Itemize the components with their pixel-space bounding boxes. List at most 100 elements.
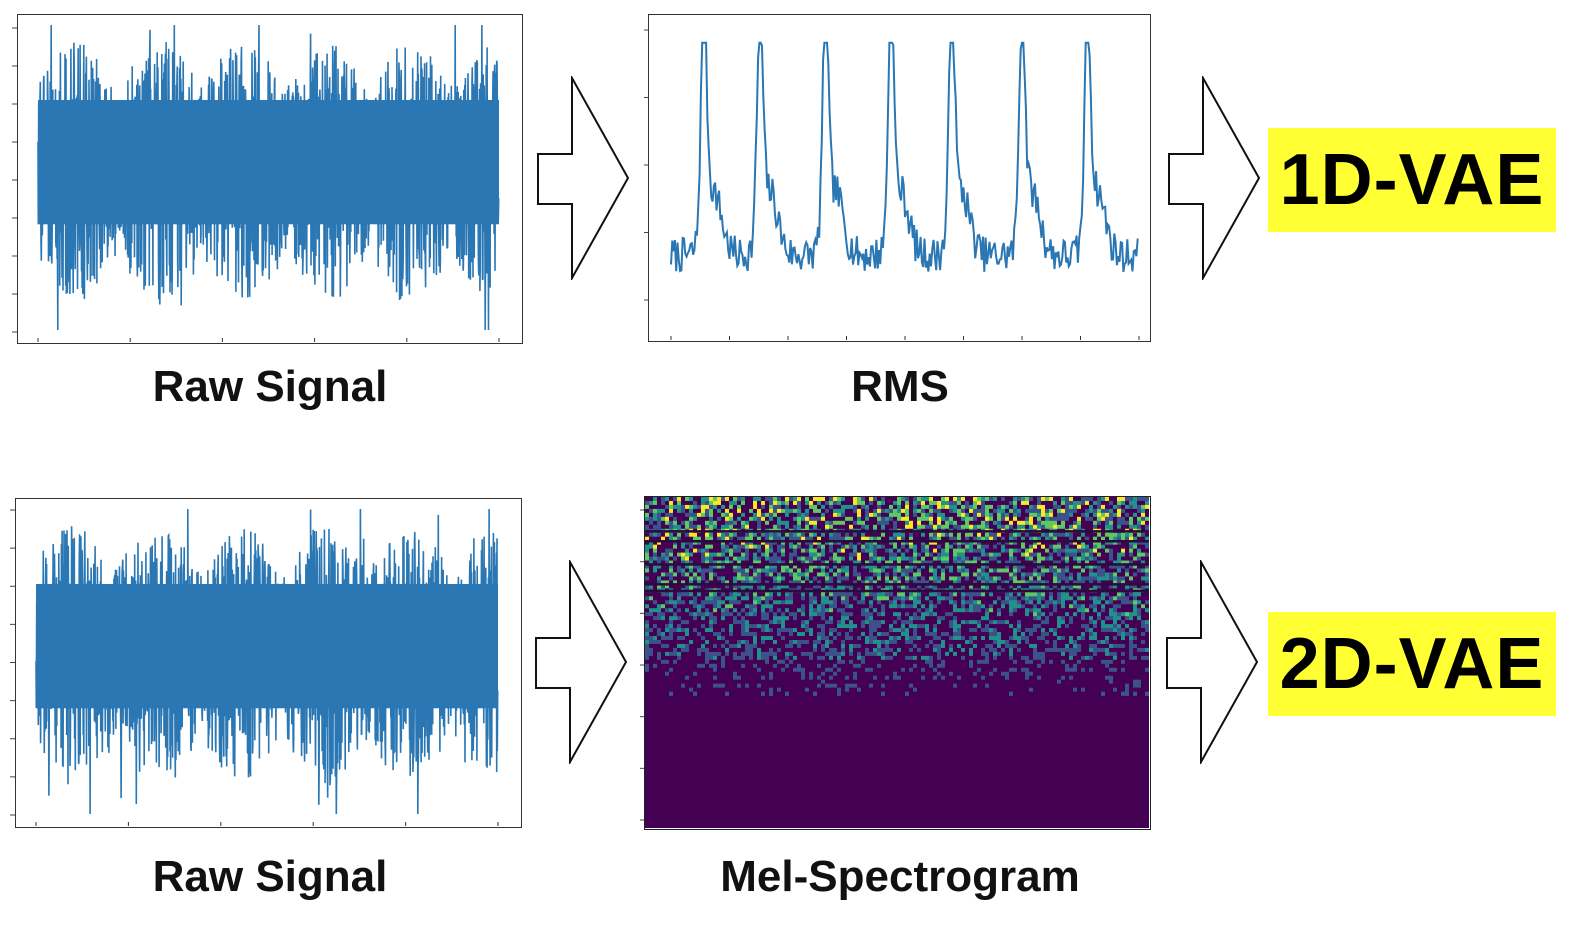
spectrogram-cell <box>737 632 742 637</box>
spectrogram-cell <box>1073 628 1078 633</box>
spectrogram-cell <box>757 596 762 601</box>
spectrogram-cell <box>981 647 986 653</box>
spectrogram-cell <box>941 608 946 613</box>
spectrogram-cell <box>961 536 966 541</box>
spectrogram-cell <box>773 592 778 597</box>
spectrogram-cell <box>1117 556 1122 561</box>
spectrogram-cell <box>941 628 946 633</box>
spectrogram-cell <box>917 647 922 653</box>
spectrogram-cell <box>1137 540 1142 545</box>
spectrogram-cell <box>889 520 894 526</box>
spectrogram-cell <box>1001 512 1006 518</box>
spectrogram-cell <box>681 576 686 581</box>
spectrogram-cell <box>1085 532 1090 538</box>
spectrogram-cell <box>845 520 850 526</box>
spectrogram-cell <box>873 592 878 597</box>
spectrogram-cell <box>853 500 858 506</box>
spectrogram-cell <box>677 632 682 637</box>
spectrogram-cell <box>653 624 658 629</box>
spectrogram-cell <box>653 524 658 530</box>
spectrogram-cell <box>869 516 874 522</box>
spectrogram-cell <box>941 540 946 545</box>
spectrogram-cell <box>1045 497 1050 502</box>
spectrogram-cell <box>969 639 974 645</box>
spectrogram-cell <box>841 584 846 589</box>
spectrogram-cell <box>889 532 894 538</box>
spectrogram-cell <box>697 524 702 530</box>
spectrogram-cell <box>733 647 738 653</box>
spectrogram-cell <box>721 596 726 601</box>
spectrogram-cell <box>797 548 802 553</box>
spectrogram-cell <box>1137 584 1142 589</box>
spectrogram-cell <box>717 548 722 553</box>
spectrogram-cell <box>1141 524 1146 530</box>
spectrogram-cell <box>737 532 742 538</box>
spectrogram-cell <box>877 568 882 573</box>
spectrogram-cell <box>885 556 890 561</box>
spectrogram-cell <box>1117 616 1122 621</box>
spectrogram-cell <box>1065 516 1070 522</box>
spectrogram-cell <box>889 580 894 585</box>
spectrogram-cell <box>933 524 938 530</box>
spectrogram-cell <box>989 556 994 561</box>
spectrogram-cell <box>957 632 962 637</box>
spectrogram-cell <box>1013 580 1018 585</box>
spectrogram-cell <box>1117 608 1122 613</box>
spectrogram-cell <box>825 544 830 549</box>
spectrogram-cell <box>897 612 902 617</box>
spectrogram-cell <box>909 600 914 605</box>
spectrogram-cell <box>841 572 846 577</box>
spectrogram-cell <box>821 639 826 645</box>
spectrogram-cell <box>845 548 850 553</box>
spectrogram-cell <box>725 512 730 518</box>
spectrogram-cell <box>1045 532 1050 538</box>
spectrogram-cell <box>1005 508 1010 514</box>
spectrogram-cell <box>753 532 758 538</box>
spectrogram-cell <box>921 508 926 514</box>
spectrogram-cell <box>1101 596 1106 601</box>
spectrogram-cell <box>653 572 658 577</box>
spectrogram-cell <box>869 576 874 581</box>
spectrogram-cell <box>1145 639 1149 645</box>
spectrogram-cell <box>689 540 694 545</box>
spectrogram-cell <box>1133 643 1138 649</box>
spectrogram-cell <box>1081 520 1086 526</box>
spectrogram-cell <box>693 497 698 502</box>
spectrogram-cell <box>717 632 722 637</box>
spectrogram-cell <box>677 548 682 553</box>
spectrogram-cell <box>917 520 922 526</box>
spectrogram-cell <box>873 600 878 605</box>
spectrogram-cell <box>961 612 966 617</box>
spectrogram-cell <box>1005 556 1010 561</box>
spectrogram-cell <box>817 643 822 649</box>
spectrogram-cell <box>757 536 762 541</box>
spectrogram-cell <box>1121 560 1126 565</box>
spectrogram-cell <box>877 612 882 617</box>
spectrogram-cell <box>1033 580 1038 585</box>
spectrogram-cell <box>709 647 714 653</box>
spectrogram-cell <box>837 508 842 514</box>
spectrogram-cell <box>717 600 722 605</box>
spectrogram-cell <box>797 639 802 645</box>
spectrogram-cell <box>1049 584 1054 589</box>
spectrogram-cell <box>881 616 886 621</box>
spectrogram-cell <box>905 604 910 609</box>
spectrogram-cell <box>693 639 698 645</box>
spectrogram-cell <box>713 520 718 526</box>
spectrogram-cell <box>713 592 718 597</box>
spectrogram-cell <box>1093 552 1098 557</box>
spectrogram-cell <box>661 556 666 561</box>
spectrogram-cell <box>781 632 786 637</box>
spectrogram-cell <box>1049 604 1054 609</box>
spectrogram-cell <box>645 584 650 589</box>
spectrogram-cell <box>857 624 862 629</box>
spectrogram-cell <box>1069 512 1074 518</box>
spectrogram-cell <box>693 647 698 653</box>
spectrogram-cell <box>913 508 918 514</box>
spectrogram-cell <box>1009 572 1014 577</box>
spectrogram-cell <box>661 643 666 649</box>
spectrogram-cell <box>1049 564 1054 569</box>
spectrogram-cell <box>657 532 662 538</box>
spectrogram-cell <box>745 560 750 565</box>
spectrogram-cell <box>897 497 902 502</box>
